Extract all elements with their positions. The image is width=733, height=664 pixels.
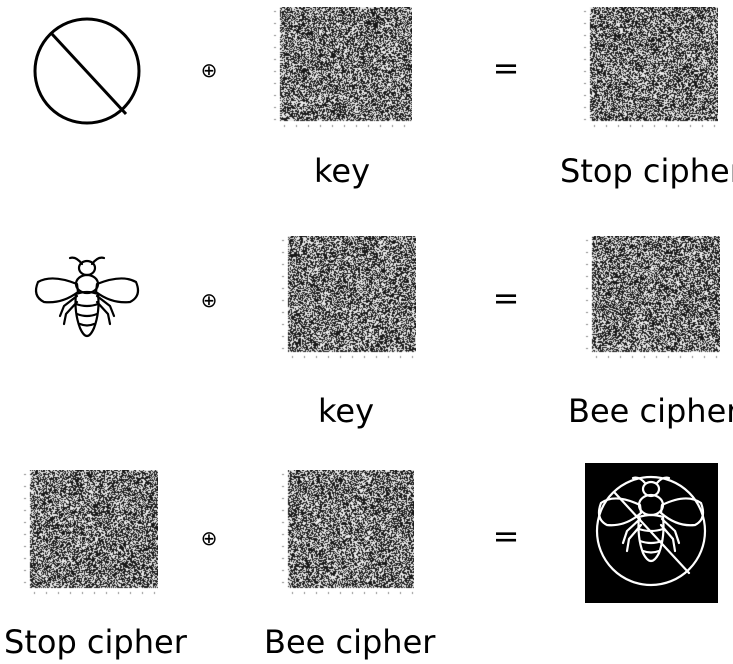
key-noise-image <box>272 7 412 129</box>
bee-cipher-caption: Bee cipher <box>568 392 733 430</box>
bee-on-stop-icon <box>595 475 707 587</box>
xor-operator: ⊕ <box>200 526 218 550</box>
xor-result-image <box>585 463 718 603</box>
stop-cipher-noise-image <box>22 470 158 596</box>
no-entry-icon <box>33 17 141 125</box>
bee-cipher-noise-image <box>280 470 414 596</box>
stop-cipher-noise-image <box>582 7 718 129</box>
bee-icon <box>34 256 140 338</box>
bee-image <box>30 252 144 352</box>
xor-operator: ⊕ <box>200 58 218 82</box>
key-noise-image <box>280 236 416 360</box>
xor-operator: ⊕ <box>200 288 218 312</box>
key-caption: key <box>317 392 374 430</box>
equals-sign: = <box>492 517 520 555</box>
bee-cipher-caption: Bee cipher <box>264 623 436 661</box>
equals-sign: = <box>492 49 520 87</box>
key-caption: key <box>313 152 370 190</box>
bee-cipher-noise-image <box>584 236 720 360</box>
stop-sign-image <box>30 14 144 128</box>
stop-cipher-caption: Stop cipher <box>4 623 187 661</box>
stop-cipher-caption: Stop cipher <box>560 152 733 190</box>
equals-sign: = <box>492 279 520 317</box>
